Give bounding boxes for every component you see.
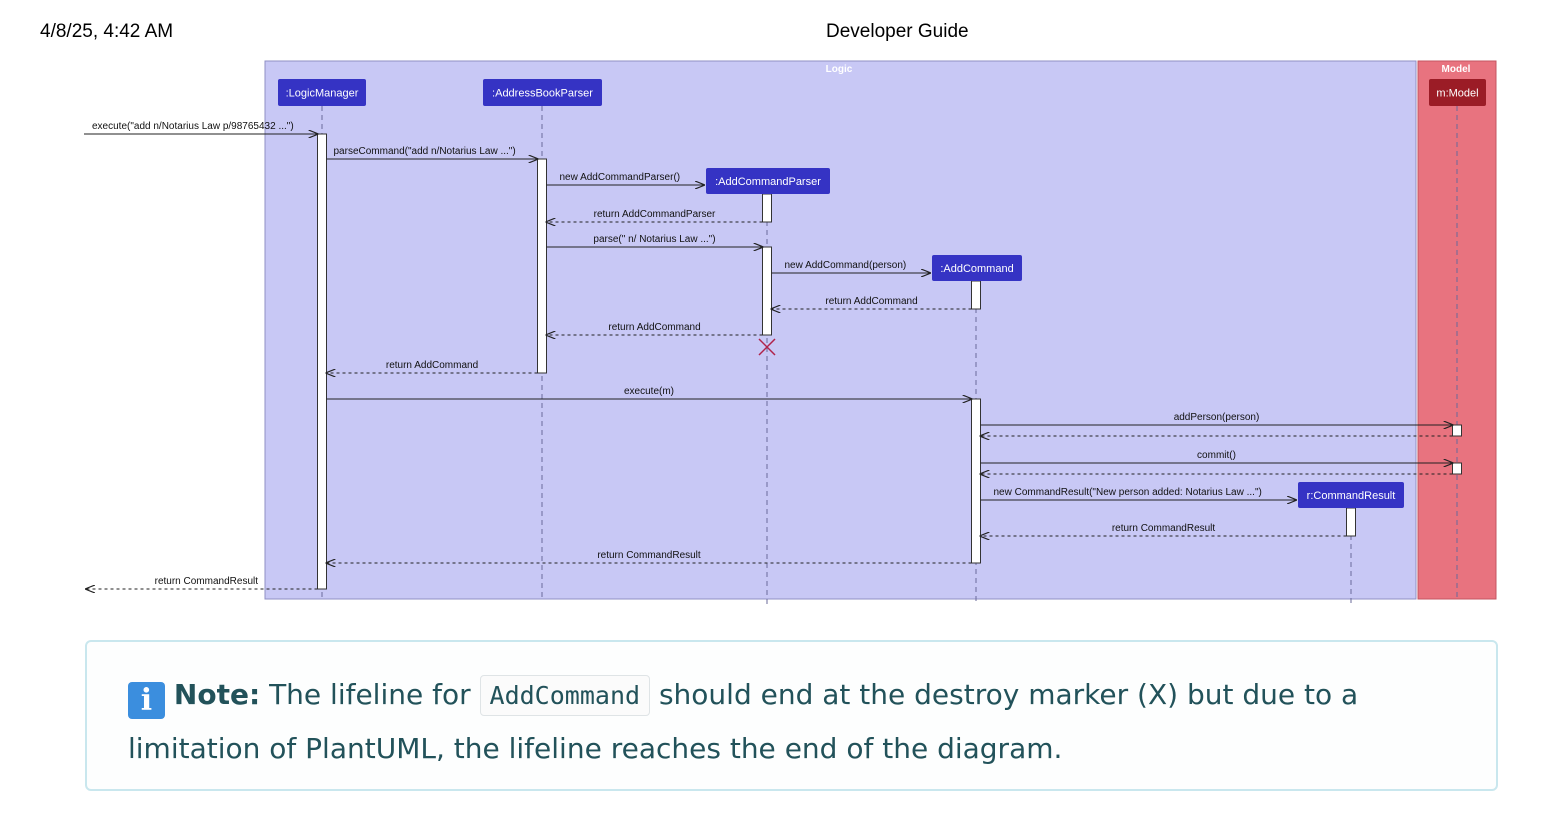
- activation-bar-m: [1452, 424, 1462, 437]
- note-callout: i Note: The lifeline for AddCommand shou…: [85, 640, 1498, 791]
- participant-box-abp: [483, 79, 602, 106]
- participant-label-cr: r:CommandResult: [1307, 490, 1396, 502]
- message-label: return CommandResult: [155, 576, 259, 587]
- activation-bar-cr: [1346, 507, 1356, 537]
- activation-bar-acp: [762, 193, 772, 223]
- participant-label-acp: :AddCommandParser: [715, 176, 821, 188]
- participant-box-m: [1429, 79, 1486, 106]
- activation-bar-ac: [971, 280, 981, 310]
- logic-box-label: Logic: [826, 64, 853, 75]
- participant-box-ac: [932, 255, 1022, 281]
- activation-bar-ac: [971, 398, 981, 564]
- message-label: execute(m): [624, 386, 674, 397]
- activation-bar-m: [1452, 462, 1462, 475]
- participant-label-lm: :LogicManager: [286, 88, 359, 100]
- sequence-diagram: Logic Model execute("add n/Notarius Law p…: [84, 60, 1497, 604]
- message-label: return AddCommandParser: [594, 209, 716, 220]
- participant-box-lm: [278, 79, 366, 106]
- print-date: 4/8/25, 4:42 AM: [40, 21, 174, 42]
- message-label: return AddCommand: [386, 360, 478, 371]
- message-label: new AddCommand(person): [785, 260, 907, 271]
- activation-bar-abp: [537, 158, 547, 374]
- activation-bar-lm: [317, 133, 327, 590]
- model-box-label: Model: [1442, 64, 1471, 75]
- participant-label-m: m:Model: [1436, 88, 1478, 100]
- info-icon: i: [128, 682, 165, 719]
- logic-box: [264, 60, 1417, 600]
- message-label: parse(" n/ Notarius Law ..."): [593, 234, 715, 245]
- message-label: commit(): [1197, 450, 1236, 461]
- note-text-before: The lifeline for: [269, 678, 471, 711]
- message-label: return CommandResult: [597, 550, 701, 561]
- model-box: [1417, 60, 1497, 600]
- participant-label-abp: :AddressBookParser: [492, 88, 593, 100]
- participant-label-ac: :AddCommand: [940, 263, 1013, 275]
- message-label: return CommandResult: [1112, 523, 1216, 534]
- destroy-marker: [758, 338, 776, 356]
- note-code: AddCommand: [479, 675, 651, 716]
- message-label: return AddCommand: [608, 322, 700, 333]
- document-title: Developer Guide: [826, 21, 969, 42]
- message-label: addPerson(person): [1174, 412, 1260, 423]
- activation-bar-acp: [762, 246, 772, 336]
- message-label: new CommandResult("New person added: Not…: [994, 487, 1262, 498]
- message-label: parseCommand("add n/Notarius Law ..."): [334, 146, 516, 157]
- participant-box-cr: [1298, 482, 1404, 508]
- note-label: Note:: [173, 678, 261, 711]
- destroy-stroke: [758, 338, 776, 356]
- message-label: return AddCommand: [825, 296, 917, 307]
- participant-box-acp: [706, 168, 830, 194]
- message-label: execute("add n/Notarius Law p/98765432 .…: [92, 121, 294, 132]
- message-label: new AddCommandParser(): [560, 172, 681, 183]
- note-text-after: should end at the destroy marker (X) but…: [128, 678, 1359, 765]
